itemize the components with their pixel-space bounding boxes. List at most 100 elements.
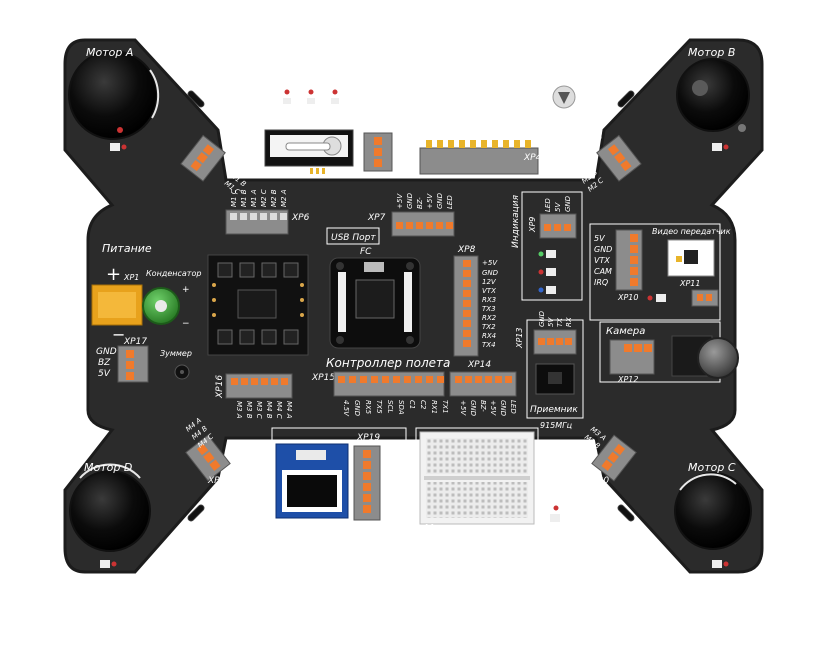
receiver-freq-label: 915МГц [540,421,573,430]
receiver-label: Приемник [530,405,578,415]
xp7-header: XP7 +5V GND BZ- +5V GND LED [367,192,455,237]
xp13-pin-0: GND [538,310,546,327]
xp7-pin-0: +5V [396,193,404,209]
xp17-label: XP17 [123,337,147,347]
motor-a-label: Мотор A [86,46,133,59]
xp16-pin-1: M3 B [245,401,253,419]
xp6-pin-4: M2 B [270,189,278,207]
xp6-pin-1: M1 B [240,189,248,207]
xp14-pin-4: GND [499,400,507,417]
xp17-pin-1: BZ [98,358,111,368]
xp8-pin-0: +5V [482,259,498,267]
xp8-pin-2: 12V [482,278,497,286]
power-label: Питание [102,242,152,255]
xp14-pin-5: LED [509,400,517,414]
xp7-pin-5: LED [446,195,454,209]
gps-label: GPS Модуль [278,521,348,534]
xp10-label: XP10 [617,293,638,302]
xp5-label: XP5 [584,133,603,143]
xp12-label: XP12 [617,375,638,384]
xp9-pin-1: 5V [554,202,562,212]
xp14-pin-2: BZ- [479,400,487,412]
board-title: FPV LAB [355,80,488,114]
xp19-label: XP19 [356,433,380,443]
xp17-pin-2: 5V [98,369,111,379]
xp19-pin-1: SDA [384,461,401,470]
xp15-pin-9: TX1 [441,400,449,414]
video-tx-label: Видео передатчик [652,227,731,236]
xp8-pin-3: VTX [482,287,496,295]
xp4-pin-1: GND [437,119,445,136]
xp8-pin-5: TX3 [482,305,496,313]
power-section: Питание + XP1 − Конденсатор + − [91,242,201,344]
xp20-terminal: M3 A M3 B M3 C XP20 [577,425,637,486]
xp8-header: XP8 +5V GND 12V VTX RX3 TX3 RX2 TX2 RX4 … [453,245,499,357]
xp7-pin-4: GND [436,192,444,209]
xp14-pin-1: GND [469,400,477,417]
xp7-pin-3: +5V [426,193,434,209]
xp6-pin-2: M1 A [250,189,258,207]
xp15-pin-8: RX1 [430,400,438,414]
xp19-pin-5: GND [384,506,402,515]
breadboard: Макетная плата [415,427,539,537]
xp3-label: XP3 [367,123,386,133]
xp10-pin-1: GND [594,245,612,254]
xp3-connector: XP3 S GND 5V [363,123,413,172]
motor-b-label: Мотор B [688,46,735,59]
xp13-pin-2: TX [556,318,564,327]
breadboard-label: Макетная плата [424,522,518,535]
xp20-label: XP20 [585,476,609,486]
xp8-label: XP8 [457,245,476,255]
xp16-pin-3: M4 B [265,401,273,419]
capacitor-label: Конденсатор [146,269,201,278]
xp17-pin-0: GND [96,347,117,357]
xp8-pin-6: RX2 [482,314,497,322]
xp2-terminal: XP2 M1 A M1 B M1 C [180,133,254,196]
xp15-pin-3: TX5 [375,400,383,414]
xp15-pin-6: C1 [408,400,416,409]
corner-leds [100,143,729,568]
motor-d [69,463,151,552]
xp18-label: XP18 [207,476,231,486]
xp10-pin-0: 5V [594,234,605,243]
xp8-pin-9: TX4 [482,341,496,349]
power-plus: + [106,264,121,285]
xp19-pin-2: SCL [384,472,399,481]
xp8-pin-8: RX4 [482,332,496,340]
xp16-pin-2: M3 C [255,401,263,419]
receiver-section: XP13 GND 5V TX RX Приемник 915МГц [515,310,584,430]
xp10-pin-4: IRQ [594,278,608,287]
xp3-pin-s: S [397,136,402,145]
antenna-icon [234,98,255,116]
camera-lens-icon [697,337,739,379]
buzzer-section: XP17 GND BZ 5V Зуммер [96,337,192,383]
leds-top [283,89,339,104]
xp1-label: XP1 [123,273,139,282]
video-transmitter-section: Видео передатчик 5V GND VTX CAM IRQ XP10… [589,223,731,321]
xp3-pin-5v: 5V [397,162,408,171]
usb-port-box: USB Порт [326,227,380,245]
xp6-pin-5: M2 A [280,189,288,207]
xp4-pin-2: CH1 [448,121,456,136]
xp16-pin-5: M4 A [285,401,293,419]
xp4-label: XP4 [523,153,542,163]
xp16-header: XP16 M3 A M3 B M3 C M4 B M4 C M4 A [215,373,293,419]
xp3-pin-gnd: GND [395,149,413,158]
gps-section: XP19 5V SDA SCL TX RX GND GPS Модуль [271,427,407,537]
xp6-pin-3: M2 C [260,189,268,207]
xp13-pin-1: 5V [547,317,555,327]
xp15-pin-4: SCL [386,400,394,413]
xp10-pin-2: VTX [594,256,610,265]
capacitor-minus: − [182,319,190,329]
xp15-pin-5: SDA [397,400,405,415]
fc-label: FC [360,247,372,257]
crest-logo-icon [552,85,576,109]
xp7-pin-2: BZ- [416,197,424,209]
buzzer-label: Зуммер [160,349,192,358]
fc-module: FC [329,247,421,349]
xp4-pin-3: CH2 [459,121,467,136]
xp2-label: XP2 [223,133,242,143]
xp4-header: XP4 +5V GND CH1 CH2 CH3 CH4 CH5 CH6 CH7 … [419,119,542,175]
capacitor-plus: + [182,285,190,295]
